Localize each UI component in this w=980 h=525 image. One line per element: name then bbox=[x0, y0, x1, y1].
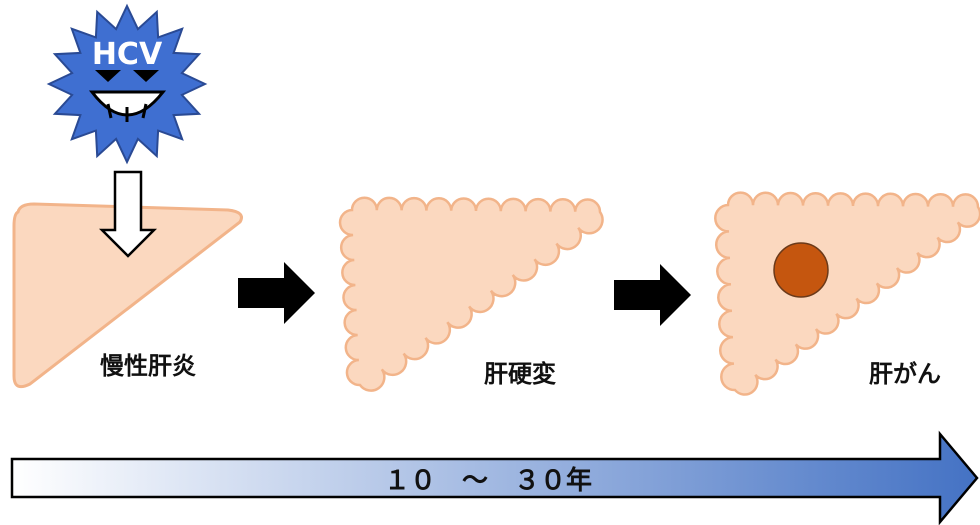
tumor-icon bbox=[773, 242, 829, 298]
infection-arrow-icon bbox=[98, 170, 158, 258]
chronic-hepatitis-liver bbox=[12, 202, 243, 389]
stage-label-liver-cancer: 肝がん bbox=[869, 360, 941, 388]
virus-teeth-icon bbox=[106, 103, 148, 122]
smooth-liver-icon bbox=[12, 202, 243, 389]
progression-arrow-1-icon bbox=[238, 262, 315, 324]
progression-arrow-2-icon bbox=[614, 264, 691, 326]
liver-cancer-liver bbox=[714, 191, 980, 396]
bumpy-liver-icon bbox=[714, 191, 980, 396]
bumpy-liver-icon bbox=[338, 196, 604, 392]
stage-label-chronic-hepatitis: 慢性肝炎 bbox=[100, 352, 196, 380]
timeline-arrow bbox=[10, 430, 979, 525]
virus-left-eye-icon bbox=[95, 70, 121, 82]
virus-right-eye-icon bbox=[133, 70, 159, 82]
cirrhosis-liver bbox=[338, 196, 604, 392]
stage-label-cirrhosis: 肝硬変 bbox=[484, 360, 556, 388]
timeline-label: １０ ～ ３０年 bbox=[384, 465, 592, 496]
virus-label: HCV bbox=[92, 37, 163, 72]
virus-icon: HCV bbox=[46, 3, 208, 165]
